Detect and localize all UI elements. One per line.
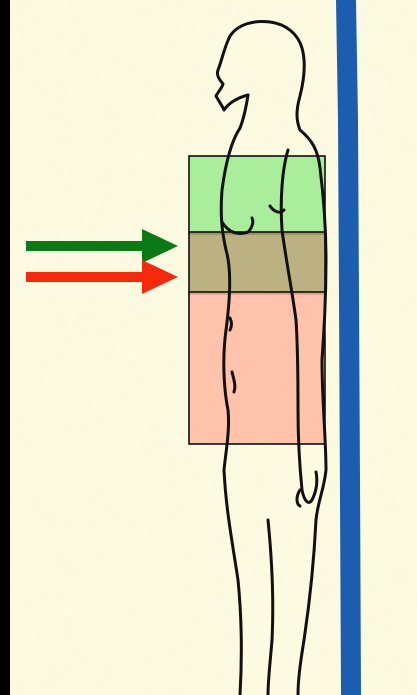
region-upper-torso — [189, 156, 325, 234]
region-overlap — [189, 232, 325, 294]
region-lower-torso — [189, 292, 325, 444]
